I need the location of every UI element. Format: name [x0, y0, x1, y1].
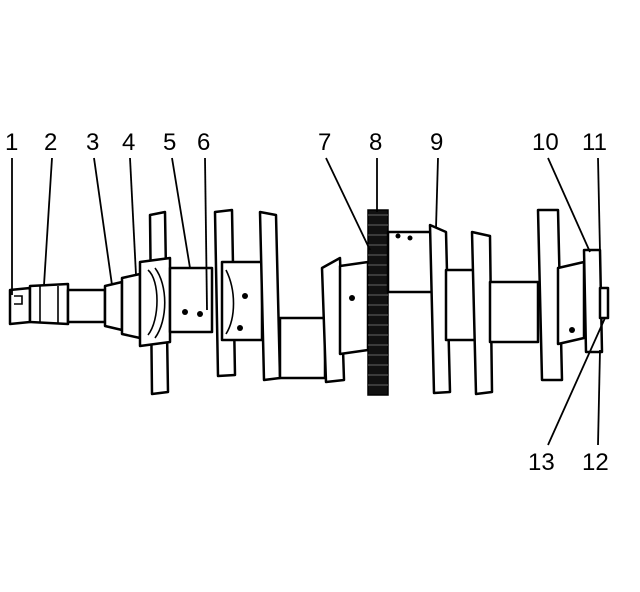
callout-5: 5	[163, 129, 176, 156]
callout-8: 8	[369, 129, 382, 156]
leader-7	[325, 157, 371, 251]
leader-4	[129, 157, 137, 276]
leader-6	[204, 157, 208, 311]
callout-labels: 1 2 3 4 5 6 7 8 9 10 11 12 13	[5, 129, 609, 476]
callout-2: 2	[44, 129, 57, 156]
rear-counterweight	[536, 208, 586, 382]
leader-10	[547, 157, 591, 253]
leader-9	[435, 157, 439, 229]
callout-12: 12	[582, 449, 609, 476]
counterweight-1	[138, 210, 172, 396]
leader-3	[93, 157, 113, 286]
callout-6: 6	[197, 129, 210, 156]
crank-throw-2	[320, 256, 370, 384]
crank-throw-3	[428, 223, 494, 396]
callout-9: 9	[430, 129, 443, 156]
main-journal-3	[488, 280, 540, 344]
callout-10: 10	[532, 129, 559, 156]
callout-1: 1	[5, 129, 18, 156]
crank-throw-1	[213, 208, 282, 382]
callout-13: 13	[528, 449, 555, 476]
crankshaft-snout	[8, 272, 142, 340]
crankshaft-drawing	[8, 208, 610, 396]
leader-2	[43, 157, 53, 286]
leader-5	[171, 157, 191, 269]
reluctor-ring	[367, 209, 389, 396]
callout-3: 3	[86, 129, 99, 156]
callout-7: 7	[318, 129, 331, 156]
leader-13	[547, 317, 606, 446]
pin-journal	[278, 316, 327, 380]
leader-12	[597, 349, 601, 446]
callout-4: 4	[122, 129, 135, 156]
rear-flange	[582, 248, 610, 354]
leader-11	[597, 157, 601, 253]
callout-11: 11	[582, 129, 607, 156]
main-journal-2	[386, 230, 434, 294]
leader-lines	[11, 157, 606, 446]
